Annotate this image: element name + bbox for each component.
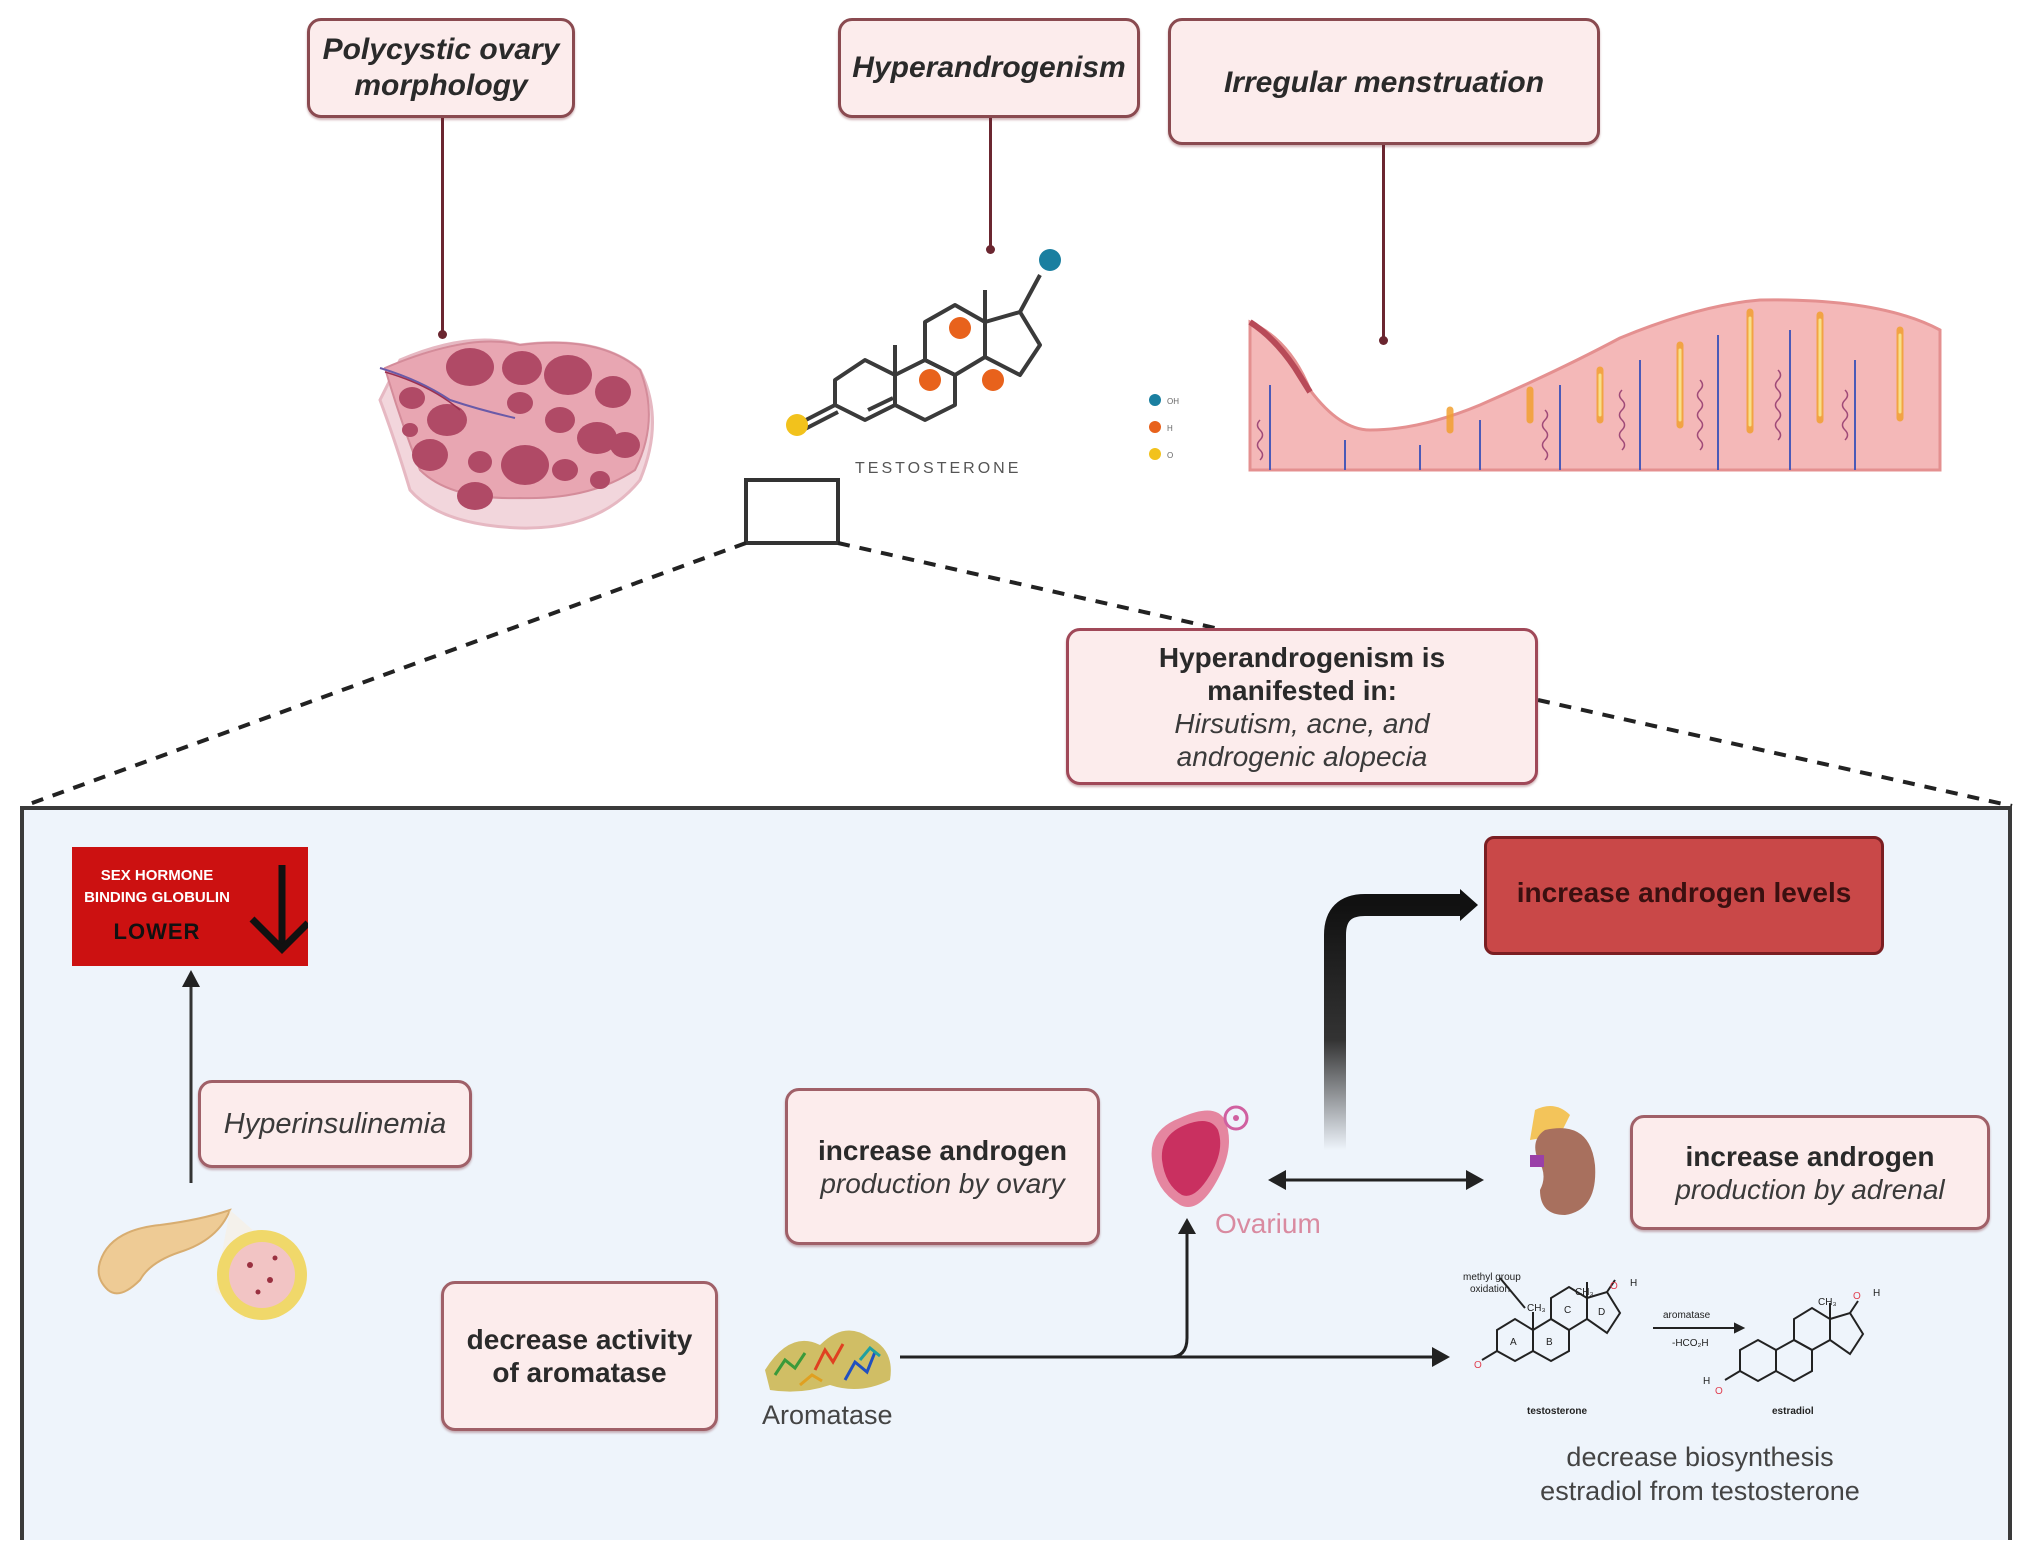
aromatase-activity-box: decrease activity of aromatase (441, 1281, 718, 1431)
irregular-connector-dot (1379, 336, 1388, 345)
dashed-line-right (1537, 698, 2013, 808)
hyperandrogenism-label: Hyperandrogenism (852, 51, 1126, 84)
h-atom-1 (949, 317, 971, 339)
biosynthesis-line2: estradiol from testosterone (1540, 1476, 1860, 1506)
manifested-items-line1: Hirsutism, acne, and (1174, 707, 1430, 739)
irregular-menstruation-box: Irregular menstruation (1168, 18, 1600, 145)
manifested-box: Hyperandrogenism is manifested in: Hirsu… (1066, 628, 1538, 785)
legend-o: O (1167, 451, 1173, 460)
dashed-line-left (23, 541, 747, 808)
polycystic-connector (441, 118, 444, 333)
increase-androgen-levels-box: increase androgen levels (1484, 836, 1884, 955)
irregular-connector (1382, 145, 1385, 340)
manifested-title-line1: Hyperandrogenism is (1158, 641, 1446, 673)
hyperandrogenism-connector (989, 118, 992, 248)
oh-atom (1039, 249, 1061, 271)
hyperinsulinemia-label: Hyperinsulinemia (223, 1107, 447, 1140)
dashed-line-mid (837, 541, 1216, 630)
shbg-label: SEX HORMONE BINDING GLOBULIN (72, 865, 242, 909)
ovary-icon (378, 338, 654, 530)
o-atom (786, 414, 808, 436)
shbg-line1: SEX HORMONE (100, 867, 214, 884)
hyperandrogenism-connector-dot (986, 245, 995, 254)
shbg-line2: BINDING GLOBULIN (84, 889, 230, 906)
irregular-menstruation-label: Irregular menstruation (1223, 66, 1545, 99)
biosynthesis-line1: decrease biosynthesis (1566, 1442, 1834, 1472)
atom-legend: OH H O (1149, 394, 1179, 460)
ovarium-label: Ovarium (1215, 1208, 1321, 1239)
polycystic-connector-dot (438, 330, 447, 339)
h-atom-2 (919, 369, 941, 391)
polycystic-label-line2: morphology (354, 69, 528, 102)
adrenal-production-box: increase androgen production by adrenal (1630, 1115, 1990, 1230)
h-atom-3 (982, 369, 1004, 391)
legend-oh: OH (1167, 397, 1179, 406)
aromatase-label: Aromatase (762, 1400, 893, 1430)
testosterone-label: TESTOSTERONE (855, 460, 1021, 477)
adrenal-production-italic: production by adrenal (1675, 1173, 1945, 1205)
hyperinsulinemia-box: Hyperinsulinemia (198, 1080, 472, 1168)
manifested-title-line2: manifested in: (1207, 674, 1397, 706)
ovary-production-box: increase androgen production by ovary (785, 1088, 1100, 1245)
polycystic-ovary-box: Polycystic ovary morphology (307, 18, 575, 118)
adrenal-production-bold: increase androgen (1685, 1140, 1935, 1172)
down-arrow-icon (249, 865, 308, 954)
ovary-production-bold: increase androgen (818, 1134, 1067, 1166)
ovary-production-italic: production by ovary (820, 1167, 1065, 1199)
biosynthesis-caption: decrease biosynthesis estradiol from tes… (1500, 1440, 1900, 1508)
legend-h: H (1167, 424, 1173, 433)
aromatase-activity-line2: of aromatase (492, 1357, 667, 1388)
manifested-items-line2: androgenic alopecia (1176, 740, 1428, 772)
increase-androgen-levels-label: increase androgen levels (1516, 877, 1852, 908)
aromatase-activity-line1: decrease activity (466, 1324, 693, 1355)
shbg-badge: SEX HORMONE BINDING GLOBULIN LOWER (72, 847, 308, 966)
zoom-square (744, 478, 840, 545)
polycystic-label-line1: Polycystic ovary (322, 33, 560, 66)
shbg-status: LOWER (113, 919, 201, 944)
hyperandrogenism-box: Hyperandrogenism (838, 18, 1140, 118)
